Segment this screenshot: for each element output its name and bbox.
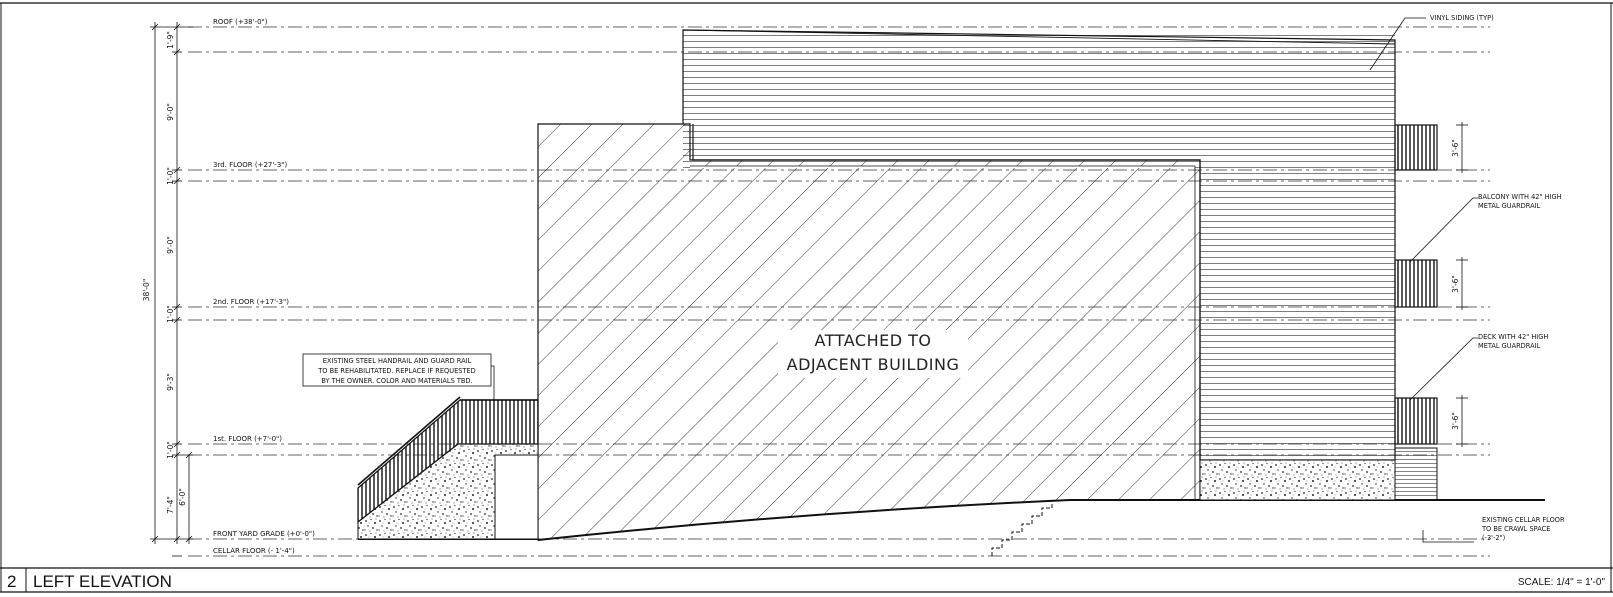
dim-first-floor-thk: 1'-0" [166, 441, 175, 459]
balcony-middle-guardrail [1394, 259, 1438, 308]
cellar-note-line2: TO BE CRAWL SPACE [1481, 525, 1550, 533]
attached-wall [537, 123, 1201, 541]
drawing-scale: SCALE: 1/4" = 1'-0" [1518, 577, 1606, 588]
drawing-title: LEFT ELEVATION [33, 572, 172, 591]
dim-rail-lower: 3'-6" [1451, 412, 1460, 430]
balcony-note-line2: METAL GUARDRAIL [1478, 202, 1541, 210]
cellar-note-line3: (-3'-2") [1482, 534, 1505, 542]
dim-roof-to-third: 1'-9" [166, 31, 175, 49]
level-front-yard-grade: FRONT YARD GRADE (+0'-0") [213, 530, 315, 538]
vinyl-siding-note: VINYL SIDING (TYP) [1430, 14, 1494, 22]
level-third-floor: 3rd. FLOOR (+27'-3") [213, 161, 288, 169]
level-first-floor: 1st. FLOOR (+7'-0") [213, 435, 282, 443]
drawing-number: 2 [7, 572, 16, 591]
handrail-note [302, 353, 495, 400]
dim-first-story: 9'-3" [166, 373, 175, 391]
dim-grade-to-first: 6'-0" [178, 488, 187, 506]
upper-siding-wall [682, 29, 1396, 461]
dim-third-story: 9'-0" [166, 103, 175, 121]
dim-third-floor-thk: 1'-0" [166, 167, 175, 185]
dimension-lines [150, 22, 193, 557]
deck-note-line1: DECK WITH 42" HIGH [1478, 333, 1548, 341]
level-roof: ROOF (+38'-0") [213, 18, 268, 26]
dim-overall: 38'-0" [142, 279, 151, 302]
deck-note-line2: METAL GUARDRAIL [1478, 342, 1541, 350]
dim-base-height: 7'-4" [166, 496, 175, 514]
level-cellar-floor: CELLAR FLOOR (- 1'-4") [213, 547, 295, 555]
dim-rail-middle: 3'-6" [1451, 275, 1460, 293]
handrail-note-line3: BY THE OWNER. COLOR AND MATERIALS TBD. [321, 377, 472, 385]
attached-label-line2: ADJACENT BUILDING [787, 355, 960, 374]
exterior-stair [357, 396, 539, 540]
dim-second-story: 9'-0" [166, 236, 175, 254]
level-second-floor: 2nd. FLOOR (+17'-3") [213, 298, 289, 306]
right-stone-foundation [1199, 459, 1396, 501]
rail-dimensions [1456, 122, 1468, 447]
handrail-note-line1: EXISTING STEEL HANDRAIL AND GUARD RAIL [323, 357, 472, 365]
cellar-note-line1: EXISTING CELLAR FLOOR [1482, 516, 1565, 524]
handrail-note-line2: TO BE REHABILITATED. REPLACE IF REQUESTE… [317, 367, 475, 375]
balcony-note-line1: BALCONY WITH 42" HIGH [1478, 193, 1562, 201]
callout-leaders [1369, 17, 1478, 543]
dim-second-floor-thk: 1'-0" [166, 305, 175, 323]
deck-lower-guardrail [1394, 397, 1438, 501]
balcony-upper-guardrail [1394, 124, 1438, 171]
cellar-steps [991, 500, 1053, 556]
dim-rail-upper: 3'-6" [1451, 139, 1460, 157]
attached-label-line1: ATTACHED TO [815, 331, 932, 350]
